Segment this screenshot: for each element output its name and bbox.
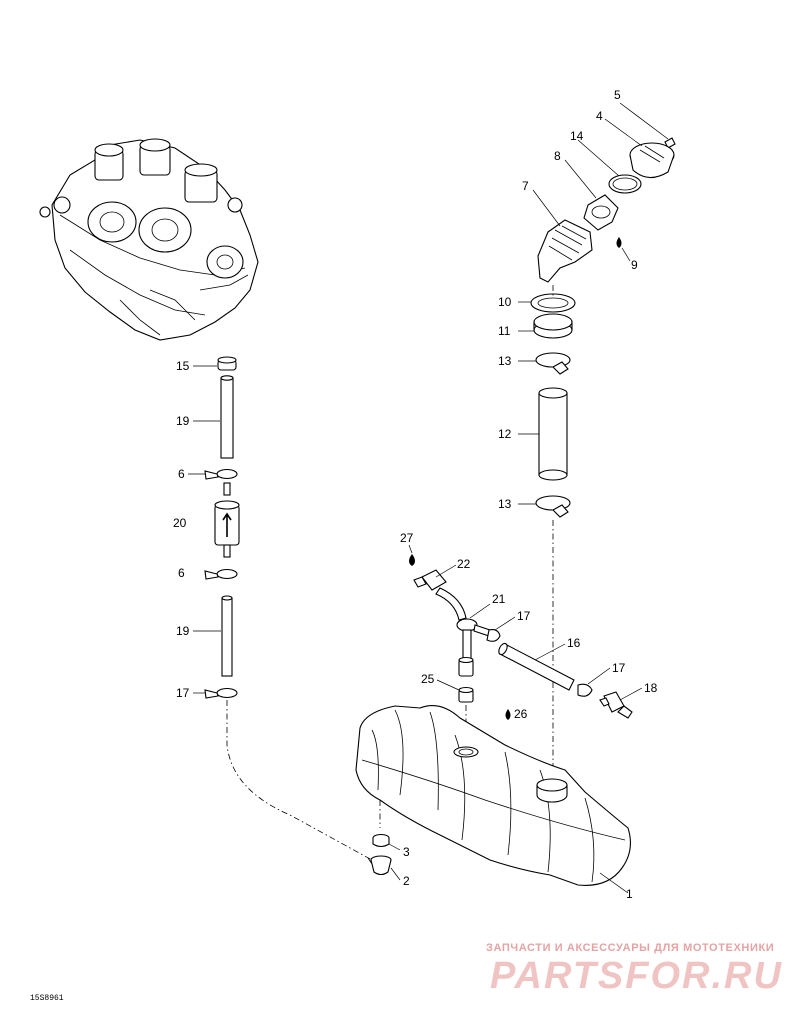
callout-22: 22 [457, 557, 471, 571]
callout-6-lower: 6 [178, 566, 185, 580]
clamp-17-left [216, 687, 238, 699]
hose-19-lower [221, 597, 233, 677]
tank-fitting [367, 833, 401, 881]
callout-18: 18 [644, 681, 658, 695]
callout-16: 16 [567, 636, 581, 650]
callout-8: 8 [554, 149, 561, 163]
callout-17-left: 17 [176, 686, 190, 700]
drop-icon [505, 709, 511, 720]
callout-11: 11 [498, 324, 511, 338]
clamp-6-lower [216, 568, 238, 580]
callout-14: 14 [570, 129, 584, 143]
callout-10: 10 [498, 295, 512, 309]
engine-illustration [39, 138, 259, 341]
drop-icon [616, 237, 622, 248]
callout-19-upper: 19 [176, 414, 190, 428]
watermark-tagline: ЗАПЧАСТИ И АКСЕССУАРЫ ДЛЯ МОТОТЕХНИКИ [486, 942, 775, 954]
callout-13-lower: 13 [498, 497, 512, 511]
callout-9: 9 [631, 258, 638, 272]
partsfor-logo: PARTSFOR.RU [490, 955, 783, 997]
callout-20: 20 [173, 516, 187, 530]
callout-labels: 5 4 14 8 7 9 10 11 13 12 13 15 19 6 20 6… [173, 88, 658, 901]
callout-21: 21 [492, 592, 506, 606]
callout-2: 2 [403, 874, 410, 888]
callout-13-upper: 13 [498, 354, 512, 368]
fuel-tank [355, 705, 631, 894]
filler-neck-assembly [518, 102, 676, 780]
callout-5: 5 [614, 88, 621, 102]
callout-12: 12 [498, 427, 512, 441]
clamp-17-right [577, 683, 593, 697]
svg-text:PARTSFOR.RU: PARTSFOR.RU [490, 955, 783, 997]
left-fuel-line [188, 356, 373, 861]
callout-6-upper: 6 [178, 467, 185, 481]
callout-4: 4 [596, 109, 603, 123]
clamp-17-center [486, 629, 501, 642]
clamp-6-upper [216, 468, 238, 480]
callout-17-right: 17 [612, 661, 626, 675]
hose-16 [499, 643, 575, 691]
vent-line-assembly [408, 544, 643, 751]
callout-19-lower: 19 [176, 624, 190, 638]
hose-12 [538, 392, 568, 476]
callout-17-center: 17 [517, 609, 531, 623]
callout-27: 27 [400, 531, 414, 545]
callout-1: 1 [626, 887, 633, 901]
callout-26: 26 [514, 707, 528, 721]
callout-15: 15 [176, 359, 190, 373]
drop-icon [409, 554, 415, 566]
callout-25: 25 [421, 672, 435, 686]
hose-19-upper [220, 377, 234, 459]
figure-code: 15S8961 [30, 994, 64, 1003]
callout-7: 7 [522, 179, 529, 193]
callout-3: 3 [403, 845, 410, 859]
